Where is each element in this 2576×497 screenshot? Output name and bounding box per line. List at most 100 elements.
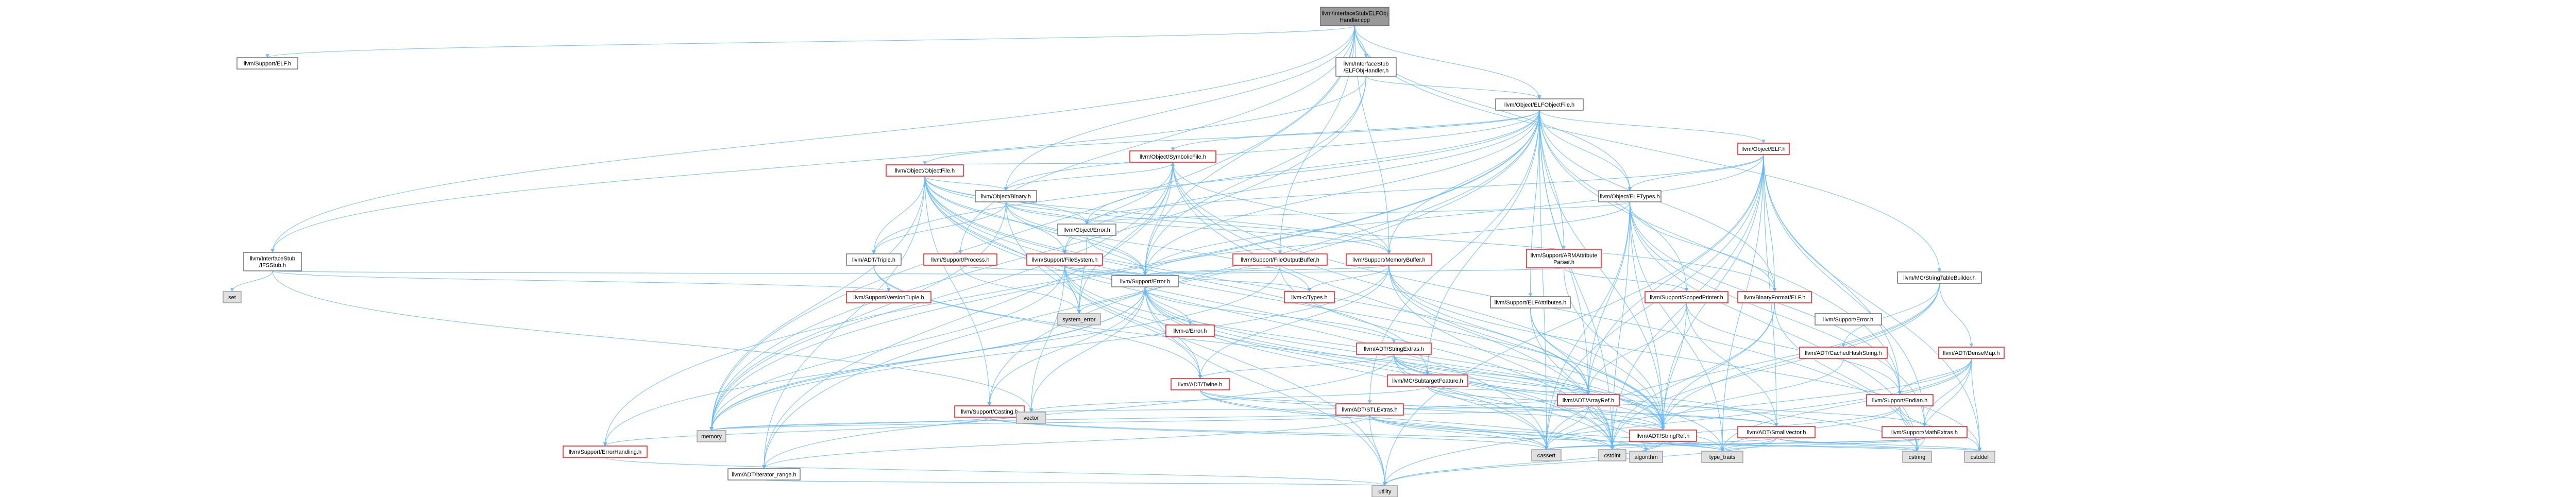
node-objerror[interactable]: llvm/Object/Error.h <box>1057 224 1116 236</box>
node-twine[interactable]: llvm/ADT/Twine.h <box>1171 378 1230 390</box>
edge-elftypes-to-errorh <box>1143 201 1631 276</box>
node-symfile[interactable]: llvm/Object/SymbolicFile.h <box>1129 150 1216 163</box>
node-versiontuple[interactable]: llvm/Support/VersionTuple.h <box>846 291 931 303</box>
node-label: llvm/Object/ELFObjectFile.h <box>1504 102 1574 108</box>
node-cachedhash[interactable]: llvm/ADT/CachedHashString.h <box>1799 347 1888 359</box>
node-objfile[interactable]: llvm/Object/ObjectFile.h <box>886 164 964 177</box>
edge-eh-to-errorh <box>1143 76 1367 276</box>
node-label: llvm/InterfaceStub <box>250 256 295 262</box>
node-errorh[interactable]: llvm/Support/Error.h <box>1111 275 1179 287</box>
edge-elfobj-to-armattr <box>1539 110 1566 250</box>
node-eh[interactable]: llvm/InterfaceStub/ELFObjHandler.h <box>1335 57 1397 77</box>
edge-elftypes-to-binfmtelf <box>1629 201 1777 292</box>
edge-membuf-to-twine <box>1198 265 1389 379</box>
node-label: llvm/ADT/StringExtras.h <box>1364 346 1424 352</box>
edge-errorh-to-stringref <box>1144 286 1665 431</box>
node-cassert: cassert <box>1531 449 1562 461</box>
node-fs[interactable]: llvm/Support/FileSystem.h <box>1026 253 1103 266</box>
node-llvmtbd[interactable]: llvm/Support/Error.h <box>1815 313 1882 325</box>
node-vector: vector <box>1016 412 1046 424</box>
node-process[interactable]: llvm/Support/Process.h <box>923 253 997 266</box>
node-box <box>846 291 931 303</box>
edge-elfobj-to-mcsubtarget <box>1426 110 1540 375</box>
edge-twine-to-smallvector <box>1199 389 1778 427</box>
node-stringextras[interactable]: llvm/ADT/StringExtras.h <box>1356 342 1432 355</box>
node-mcsubtarget[interactable]: llvm/MC/SubtargetFeature.h <box>1387 374 1468 387</box>
node-typetraits: type_traits <box>1701 451 1743 463</box>
node-box <box>563 445 648 458</box>
edge-elfh-to-elftypes <box>1628 154 1764 191</box>
node-box <box>1356 342 1432 355</box>
edge-elfattr-to-arrayref <box>1530 307 1590 395</box>
edge-membuf-to-cstdint <box>1388 265 1615 450</box>
edge-elfh-to-mathextras <box>1763 154 1927 427</box>
edge-ifsstub-to-versiontuple <box>272 270 891 292</box>
node-box <box>1165 324 1215 337</box>
node-cerror[interactable]: llvm-c/Error.h <box>1165 324 1215 337</box>
node-binfmtelf[interactable]: llvm/BinaryFormat/ELF.h <box>1737 291 1812 303</box>
node-box <box>1737 291 1812 303</box>
node-box <box>1335 403 1404 416</box>
edge-arrayref-to-vector <box>1029 405 1589 413</box>
edge-process-to-systemerror <box>960 265 1081 314</box>
node-root[interactable]: llvm/InterfaceStub/ELFObjHandler.cpp <box>1320 7 1389 26</box>
edge-elfh-to-utility <box>1383 154 1764 486</box>
node-box <box>1799 347 1888 359</box>
node-elfobj[interactable]: llvm/Object/ELFObjectFile.h <box>1495 98 1584 111</box>
node-smallvector[interactable]: llvm/ADT/SmallVector.h <box>1737 426 1816 438</box>
edge-elfobj-to-errorh <box>1143 110 1540 276</box>
node-utility: utility <box>1371 485 1398 497</box>
node-mathextras[interactable]: llvm/Support/MathExtras.h <box>1882 426 1968 438</box>
node-elfh[interactable]: llvm/Object/ELF.h <box>1737 143 1790 155</box>
node-fileoutbuf[interactable]: llvm/Support/FileOutputBuffer.h <box>1232 253 1328 266</box>
edge-eh-to-memoryh <box>709 76 1367 431</box>
node-endian[interactable]: llvm/Support/Endian.h <box>1866 394 1934 406</box>
node-scopedprinter[interactable]: llvm/Support/ScopedPrinter.h <box>1645 291 1728 303</box>
edge-objerror-to-errorh <box>1086 235 1147 276</box>
node-elftypes[interactable]: llvm/Object/ELFTypes.h <box>1598 190 1662 202</box>
node-label: llvm/InterfaceStub <box>1343 61 1388 67</box>
node-binary[interactable]: llvm/Object/Binary.h <box>975 190 1037 202</box>
node-elfh2[interactable]: llvm/Support/ELF.h <box>236 57 298 70</box>
node-stringtab[interactable]: llvm/MC/StringTableBuilder.h <box>1897 271 1982 284</box>
node-label: /ELFObjHandler.h <box>1344 68 1388 74</box>
node-ctypes[interactable]: llvm-c/Types.h <box>1284 291 1335 303</box>
node-casting[interactable]: llvm/Support/Casting.h <box>954 405 1025 418</box>
edge-elftypes-to-arrayref <box>1586 201 1631 395</box>
edge-mcsubtarget-to-mathextras <box>1427 386 1927 427</box>
edge-errorh-to-cstdint <box>1144 286 1615 450</box>
edge-scopedprinter-to-endian <box>1686 302 1902 395</box>
node-box <box>1335 57 1397 77</box>
edge-stringextras-to-smallvector <box>1393 354 1778 427</box>
edge-mcsubtarget-to-stringref <box>1427 386 1665 431</box>
node-membuf[interactable]: llvm/Support/MemoryBuffer.h <box>1346 253 1432 266</box>
node-arrayref[interactable]: llvm/ADT/ArrayRef.h <box>1557 394 1620 406</box>
edge-fs-to-systemerror <box>1064 265 1081 314</box>
node-densemap[interactable]: llvm/ADT/DenseMap.h <box>1938 347 2005 359</box>
node-label: llvm/Object/ELFTypes.h <box>1600 194 1659 200</box>
edge-elfh-to-smallvector <box>1763 154 1778 427</box>
edge-armattr-to-errorh <box>1143 267 1565 276</box>
node-iterrange[interactable]: llvm/ADT/iterator_range.h <box>727 468 801 481</box>
node-label: algorithm <box>1634 454 1657 460</box>
node-box <box>1629 451 1663 463</box>
node-systemerror: system_error <box>1057 313 1101 325</box>
edge-mathextras-to-typetraits <box>1720 437 1925 452</box>
node-stringref[interactable]: llvm/ADT/StringRef.h <box>1629 430 1697 442</box>
edge-objfile-to-triple <box>872 176 925 254</box>
node-label: llvm/MC/StringTableBuilder.h <box>1903 275 1976 281</box>
node-label: llvm-c/Error.h <box>1174 328 1207 334</box>
node-box <box>1232 253 1328 266</box>
node-elfattr[interactable]: llvm/Support/ELFAttributes.h <box>1490 296 1571 309</box>
node-triple[interactable]: llvm/ADT/Triple.h <box>846 253 902 266</box>
edge-objfile-to-iterrange <box>762 176 925 469</box>
node-stlextras[interactable]: llvm/ADT/STLExtras.h <box>1335 403 1404 416</box>
edge-objfile-to-binary <box>924 176 1008 191</box>
node-box <box>1531 449 1562 461</box>
node-ifsstub[interactable]: llvm/InterfaceStub/IFSStub.h <box>243 252 302 271</box>
edge-twine-to-cstdint <box>1199 389 1615 450</box>
edge-errorh-to-casting <box>987 286 1146 406</box>
node-errhandling[interactable]: llvm/Support/ErrorHandling.h <box>563 445 648 458</box>
node-box <box>697 430 726 442</box>
